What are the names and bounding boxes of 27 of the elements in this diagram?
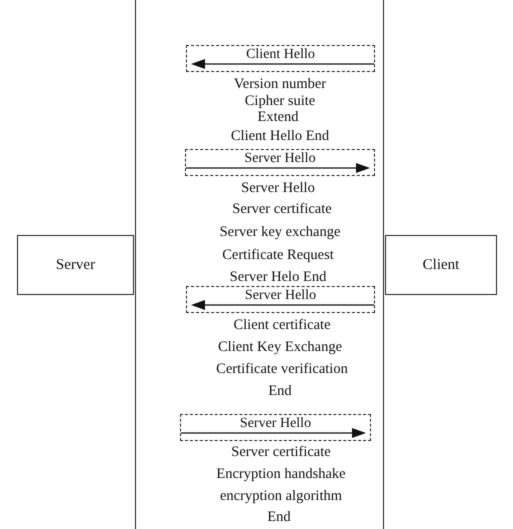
step-text: Version number: [234, 76, 326, 93]
step-text: End: [267, 509, 291, 526]
step-text: Client certificate: [233, 317, 331, 334]
step-text: Client Hello End: [230, 128, 330, 145]
step-text: Client Key Exchange: [218, 339, 342, 356]
message-label: Server Hello: [243, 151, 317, 167]
participant-box: Server: [17, 235, 134, 295]
step-text: Certificate verification: [216, 361, 348, 378]
step-text: Server key exchange: [220, 224, 340, 241]
message-box: [185, 149, 375, 176]
step-text: Server certificate: [232, 201, 332, 218]
participant-box: Client: [385, 235, 497, 295]
step-text: Extend: [257, 109, 299, 126]
message-label: Server Hello: [238, 416, 312, 432]
message-box: [186, 45, 375, 72]
step-text: Server Hello: [241, 180, 315, 197]
step-text: Server Helo End: [230, 269, 326, 286]
step-text: Certificate Request: [222, 247, 334, 264]
step-text: Encryption handshake: [216, 466, 346, 483]
step-text: Server certificate: [231, 444, 331, 461]
message-label: Client Hello: [245, 47, 316, 63]
step-text: encryption algorithm: [220, 488, 342, 505]
message-box: [186, 286, 375, 313]
step-text: End: [268, 383, 292, 400]
message-box: [180, 414, 371, 441]
step-text: Cipher suite: [244, 93, 316, 110]
message-label: Server Hello: [244, 288, 318, 304]
